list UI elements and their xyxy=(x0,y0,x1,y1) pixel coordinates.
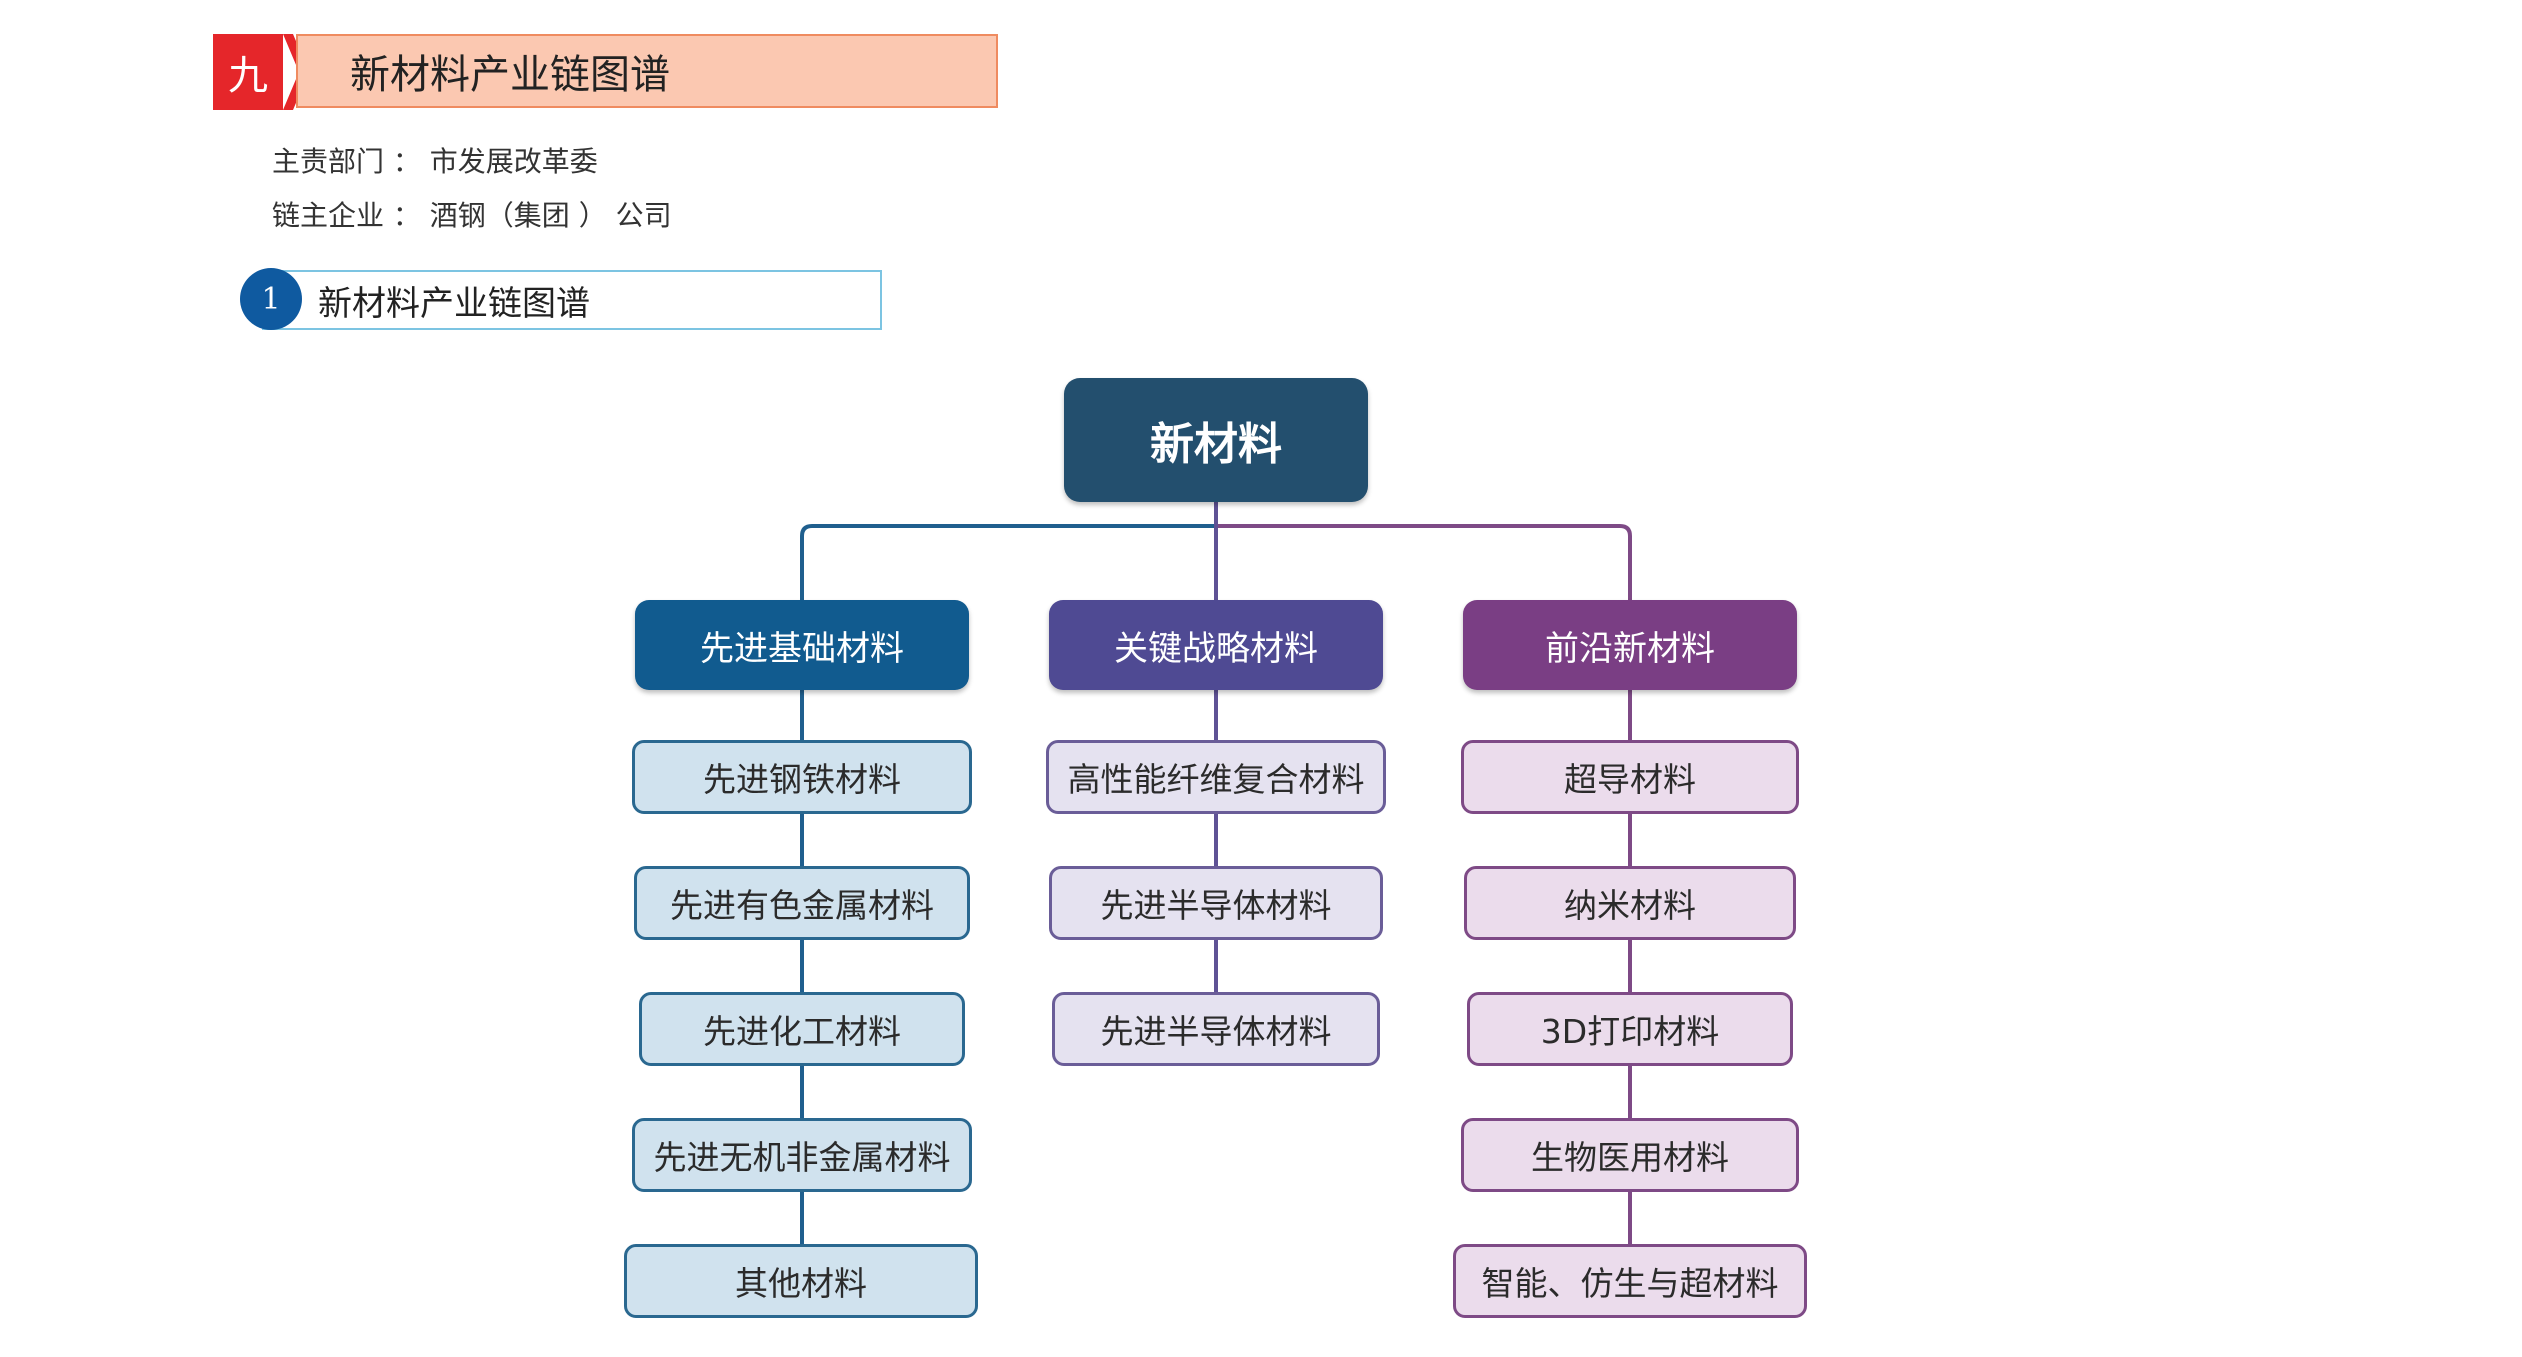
leaf-advanced-nonferrous: 先进有色金属材料 xyxy=(634,866,970,940)
leaf-3d-printing: 3D打印材料 xyxy=(1467,992,1793,1066)
section-title: 新材料产业链图谱 xyxy=(296,34,998,108)
leaf-advanced-chemical: 先进化工材料 xyxy=(639,992,965,1066)
category-frontier-materials: 前沿新材料 xyxy=(1463,600,1797,690)
chain-leader-enterprise: 链主企业 ： 酒钢（集团 ） 公司 xyxy=(272,199,672,232)
leaf-advanced-semiconductor-1: 先进半导体材料 xyxy=(1049,866,1383,940)
subsection-number-badge: 1 xyxy=(240,268,302,330)
section-number-badge: 九 xyxy=(213,34,283,110)
root-node: 新材料 xyxy=(1064,378,1368,502)
leaf-advanced-inorganic: 先进无机非金属材料 xyxy=(632,1118,972,1192)
category-basic-materials: 先进基础材料 xyxy=(635,600,969,690)
leaf-advanced-semiconductor-2: 先进半导体材料 xyxy=(1052,992,1380,1066)
leaf-other-materials: 其他材料 xyxy=(624,1244,978,1318)
connector-root-right xyxy=(1216,524,1632,600)
responsible-department: 主责部门 ： 市发展改革委 xyxy=(272,145,598,178)
leaf-nano-materials: 纳米材料 xyxy=(1464,866,1796,940)
leaf-biomedical: 生物医用材料 xyxy=(1461,1118,1799,1192)
leaf-high-performance-fiber: 高性能纤维复合材料 xyxy=(1046,740,1386,814)
subsection-title: 新材料产业链图谱 xyxy=(262,270,882,330)
leaf-smart-bionic-meta: 智能、仿生与超材料 xyxy=(1453,1244,1807,1318)
connector-root-left xyxy=(800,502,1218,600)
category-strategic-materials: 关键战略材料 xyxy=(1049,600,1383,690)
leaf-advanced-steel: 先进钢铁材料 xyxy=(632,740,972,814)
leaf-superconducting: 超导材料 xyxy=(1461,740,1799,814)
